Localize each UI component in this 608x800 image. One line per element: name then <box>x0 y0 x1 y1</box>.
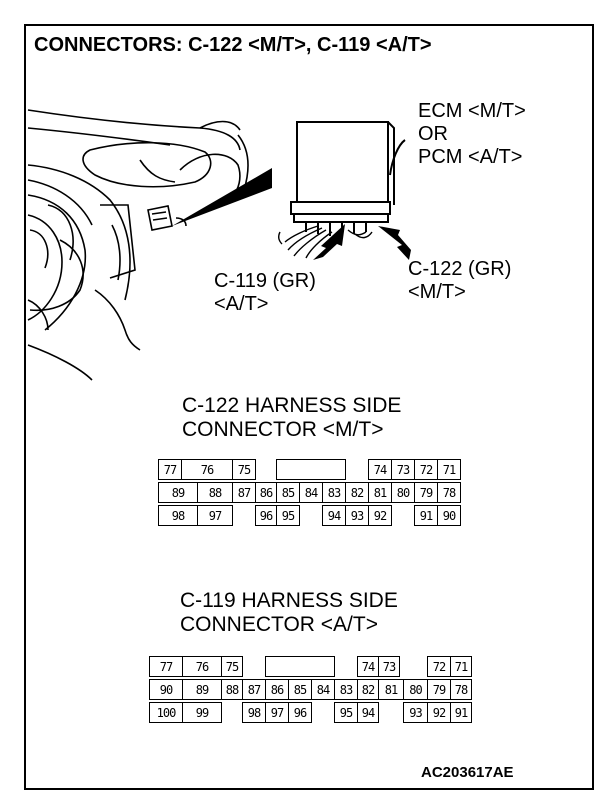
pin-cell: 97 <box>197 505 233 526</box>
pin-cell: 84 <box>299 482 323 503</box>
pin-cell: 77 <box>158 459 182 480</box>
pin-cell: 84 <box>311 679 335 700</box>
ecm-label-line3: PCM <A/T> <box>418 146 523 168</box>
pin-cell: 80 <box>391 482 415 503</box>
pin-cell: 89 <box>158 482 198 503</box>
pin-cell: 98 <box>158 505 198 526</box>
pin-cell: 75 <box>221 656 243 677</box>
pin-cell-empty <box>276 459 346 480</box>
pin-cell: 82 <box>345 482 369 503</box>
c122-arrow <box>378 226 411 260</box>
pin-cell: 83 <box>322 482 346 503</box>
pin-cell: 83 <box>334 679 358 700</box>
pin-cell: 100 <box>149 702 183 723</box>
pin-cell: 88 <box>221 679 243 700</box>
pin-cell: 71 <box>437 459 461 480</box>
pin-cell: 93 <box>403 702 428 723</box>
pin-cell: 94 <box>357 702 379 723</box>
pin-cell: 85 <box>276 482 300 503</box>
c122-callout-line1: C-122 (GR) <box>408 258 512 280</box>
pin-cell: 90 <box>149 679 183 700</box>
pin-cell: 98 <box>242 702 266 723</box>
pin-cell: 92 <box>427 702 451 723</box>
pin-cell: 87 <box>242 679 266 700</box>
pin-cell: 91 <box>450 702 472 723</box>
pin-cell: 71 <box>450 656 472 677</box>
pin-cell: 96 <box>288 702 312 723</box>
diagram-title: CONNECTORS: C-122 <M/T>, C-119 <A/T> <box>34 34 432 56</box>
pin-cell: 92 <box>368 505 392 526</box>
pin-cell: 72 <box>427 656 451 677</box>
pin-cell: 72 <box>414 459 438 480</box>
c119-heading-line1: C-119 HARNESS SIDE <box>180 589 398 612</box>
ecm-label-line1: ECM <M/T> <box>418 100 526 122</box>
pin-cell: 79 <box>414 482 438 503</box>
pin-cell: 95 <box>276 505 300 526</box>
dashboard-drawing <box>27 109 249 381</box>
pin-cell: 78 <box>437 482 461 503</box>
c122-callout-line2: <M/T> <box>408 281 466 303</box>
pin-cell: 99 <box>182 702 222 723</box>
c119-heading-line2: CONNECTOR <A/T> <box>180 613 378 636</box>
ecm-box <box>290 121 406 236</box>
pin-cell-empty <box>265 656 335 677</box>
pin-cell: 80 <box>403 679 428 700</box>
pin-cell: 75 <box>232 459 256 480</box>
figure-code: AC203617AE <box>421 764 514 781</box>
c119-connector: 77 76 75 74 73 72 71 90 89 88 87 86 85 8… <box>149 656 473 724</box>
pin-cell: 94 <box>322 505 346 526</box>
ecm-label-line2: OR <box>418 123 448 145</box>
pin-cell: 96 <box>255 505 277 526</box>
c119-arrow <box>313 224 345 260</box>
c122-heading-line1: C-122 HARNESS SIDE <box>182 394 402 417</box>
pin-cell: 86 <box>255 482 277 503</box>
pin-cell: 93 <box>345 505 369 526</box>
pin-cell: 74 <box>368 459 392 480</box>
pin-cell: 86 <box>265 679 289 700</box>
pin-cell: 76 <box>182 656 222 677</box>
pin-cell: 76 <box>181 459 233 480</box>
pin-cell: 73 <box>391 459 415 480</box>
c119-callout-line1: C-119 (GR) <box>214 270 316 292</box>
pin-cell: 73 <box>378 656 400 677</box>
pin-cell: 88 <box>197 482 233 503</box>
pin-cell: 77 <box>149 656 183 677</box>
pin-cell: 97 <box>265 702 289 723</box>
c122-connector: 77 76 75 74 73 72 71 89 88 87 86 85 84 8… <box>158 459 462 528</box>
pin-cell: 79 <box>427 679 451 700</box>
pin-cell: 74 <box>357 656 379 677</box>
pin-cell: 95 <box>334 702 358 723</box>
pin-cell: 81 <box>368 482 392 503</box>
pointer-wedge <box>172 168 272 226</box>
pin-cell: 82 <box>357 679 379 700</box>
pin-cell: 89 <box>182 679 222 700</box>
pin-cell: 78 <box>450 679 472 700</box>
pin-cell: 87 <box>232 482 256 503</box>
c122-heading-line2: CONNECTOR <M/T> <box>182 418 384 441</box>
pin-cell: 81 <box>378 679 404 700</box>
pin-cell: 90 <box>437 505 461 526</box>
c119-callout-line2: <A/T> <box>214 293 269 315</box>
diagram-frame <box>24 24 594 790</box>
pin-cell: 91 <box>414 505 438 526</box>
wire-harness <box>277 225 373 259</box>
pin-cell: 85 <box>288 679 312 700</box>
